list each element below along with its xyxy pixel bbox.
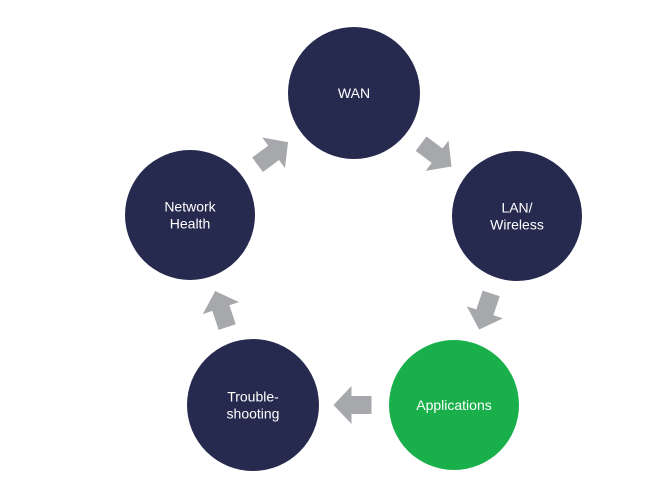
node-circle-troubleshooting xyxy=(187,339,319,471)
node-label-troubleshooting: Trouble- xyxy=(227,389,279,405)
arrow-icon xyxy=(252,137,289,172)
node-label-wan: WAN xyxy=(338,85,370,101)
arrow-icon xyxy=(202,291,239,330)
node-circle-applications xyxy=(389,340,519,470)
node-label-lan-wireless: Wireless xyxy=(490,217,544,233)
arrow-troubleshooting-to-network-health xyxy=(202,291,239,330)
node-label-applications: Applications xyxy=(416,397,492,413)
node-circle-wan xyxy=(288,27,420,159)
node-wan: WAN xyxy=(288,27,420,159)
node-troubleshooting: Trouble-shooting xyxy=(187,339,319,471)
node-label-troubleshooting: shooting xyxy=(227,406,280,422)
arrow-icon xyxy=(415,136,452,171)
node-label-network-health: Network xyxy=(164,199,216,215)
arrow-icon xyxy=(333,386,372,424)
arrows-layer xyxy=(202,136,503,424)
node-circle-lan-wireless xyxy=(452,151,582,281)
arrow-icon xyxy=(466,290,503,330)
node-circle-network-health xyxy=(125,150,255,280)
node-label-lan-wireless: LAN/ xyxy=(501,200,532,216)
arrow-wan-to-lan-wireless xyxy=(415,136,452,171)
node-applications: Applications xyxy=(389,340,519,470)
node-label-network-health: Health xyxy=(170,216,210,232)
arrow-network-health-to-wan xyxy=(252,137,289,172)
arrow-applications-to-troubleshooting xyxy=(333,386,372,424)
node-lan-wireless: LAN/Wireless xyxy=(452,151,582,281)
arrow-lan-wireless-to-applications xyxy=(466,290,503,330)
